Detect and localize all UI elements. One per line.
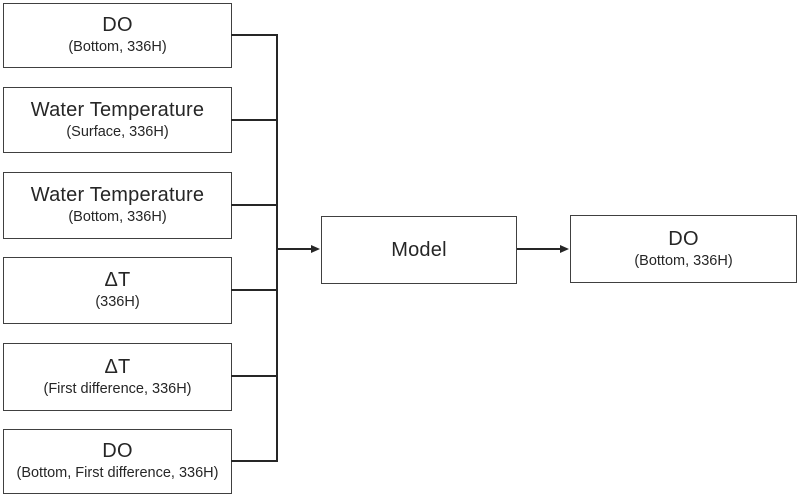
box-title: Water Temperature [30,98,205,121]
model-box: Model [321,216,517,284]
connector-line [231,119,278,121]
input-box-delta-t-first-difference: ΔT (First difference, 336H) [3,343,232,411]
connector-line [231,204,278,206]
input-box-do-bottom: DO (Bottom, 336H) [3,3,232,68]
box-subtitle: (336H) [95,294,140,311]
box-title: Water Temperature [30,184,205,207]
box-title: ΔT [104,355,131,378]
box-subtitle: (Surface, 336H) [66,123,169,140]
input-box-water-temp-bottom: Water Temperature (Bottom, 336H) [3,172,232,239]
arrow-to-output-line [517,248,562,250]
box-subtitle: (Bottom, 336H) [68,39,167,56]
connector-line [231,34,278,36]
input-box-delta-t: ΔT (336H) [3,257,232,324]
arrow-right-icon [560,244,569,253]
box-subtitle: (Bottom, First difference, 336H) [16,465,219,482]
connector-line [231,375,278,377]
box-subtitle: (Bottom, 336H) [68,209,167,226]
arrow-to-model-line [277,248,313,250]
box-title: Model [391,238,447,261]
box-subtitle: (First difference, 336H) [43,380,192,397]
box-title: DO [102,440,133,463]
box-title: DO [102,14,133,37]
connector-line [231,460,278,462]
input-box-do-bottom-first-difference: DO (Bottom, First difference, 336H) [3,429,232,494]
box-title: DO [668,227,699,250]
box-subtitle: (Bottom, 336H) [634,252,733,269]
output-box-do-bottom: DO (Bottom, 336H) [570,215,797,283]
box-title: ΔT [104,269,131,292]
connector-line [231,289,278,291]
arrow-right-icon [311,244,320,253]
input-box-water-temp-surface: Water Temperature (Surface, 336H) [3,87,232,153]
